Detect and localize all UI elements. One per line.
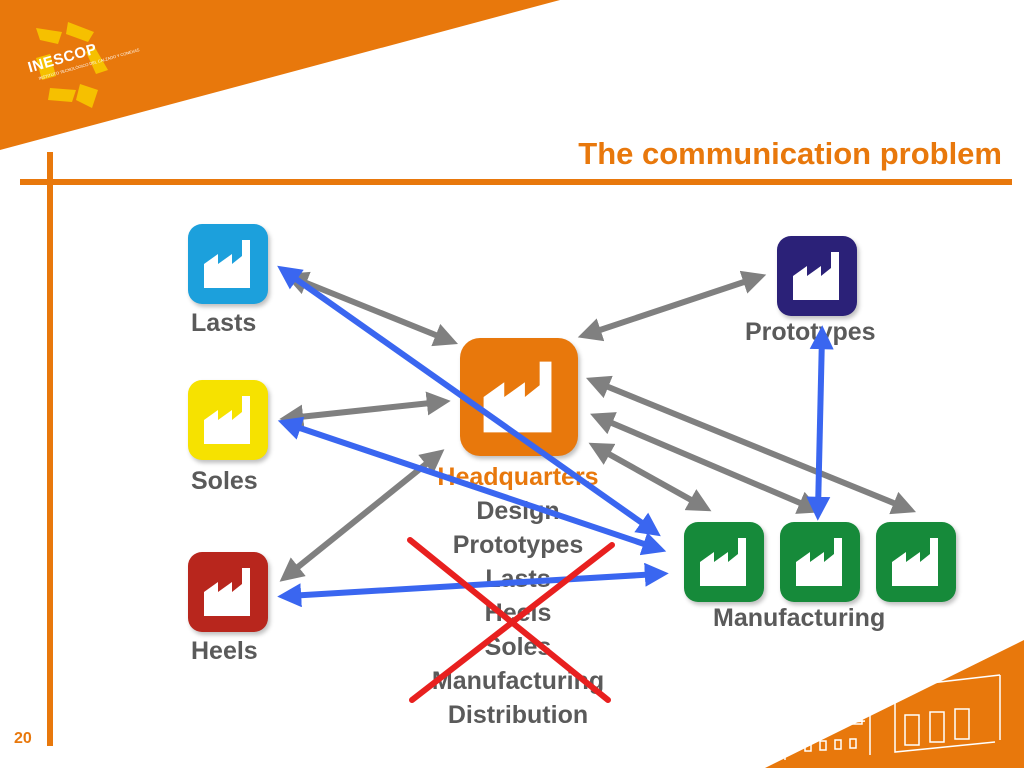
soles-label: Soles bbox=[191, 467, 258, 495]
slide-title: The communication problem bbox=[578, 136, 1002, 171]
building-sketch bbox=[769, 674, 1001, 760]
inescop-logo: INESCOP INSTITUTO TECNOLÓGICO DEL CALZAD… bbox=[10, 18, 145, 118]
manufacturing-label: Manufacturing bbox=[713, 604, 886, 632]
hq-function-item: Prototypes bbox=[452, 531, 584, 559]
hq-function-item: Soles bbox=[484, 633, 552, 661]
factory-icon bbox=[483, 361, 552, 433]
lasts-factory-node bbox=[188, 224, 268, 304]
lasts-label: Lasts bbox=[191, 309, 257, 337]
hq-function-item: Design bbox=[476, 497, 560, 525]
factory-icon bbox=[793, 252, 839, 300]
heels-label: Heels bbox=[191, 637, 258, 665]
hq-function-item: Manufacturing bbox=[431, 667, 605, 695]
factory-icon bbox=[204, 396, 250, 444]
soles-factory-node bbox=[188, 380, 268, 460]
factory-icon bbox=[204, 568, 250, 616]
headquarters-title: Headquarters bbox=[437, 463, 599, 491]
prototypes-factory-node bbox=[777, 236, 857, 316]
manufacturing-factory-node-2 bbox=[780, 522, 860, 602]
headquarters-functions-list: Headquarters Design Prototypes Lasts Hee… bbox=[398, 460, 638, 732]
factory-icon bbox=[204, 240, 250, 288]
headquarters-factory-node bbox=[460, 338, 578, 456]
page-number: 20 bbox=[14, 730, 32, 747]
manufacturing-factory-node-1 bbox=[684, 522, 764, 602]
heels-factory-node bbox=[188, 552, 268, 632]
hq-function-item: Heels bbox=[484, 599, 552, 627]
hq-function-item: Lasts bbox=[485, 565, 551, 593]
inescop-logo-icon bbox=[36, 22, 108, 108]
prototypes-label: Prototypes bbox=[745, 318, 876, 346]
vertical-rule bbox=[47, 152, 53, 746]
horizontal-rule bbox=[20, 179, 1012, 185]
manufacturing-factory-node-3 bbox=[876, 522, 956, 602]
factory-icon bbox=[892, 538, 938, 586]
hq-function-item: Distribution bbox=[447, 701, 589, 729]
factory-icon bbox=[700, 538, 746, 586]
factory-icon bbox=[796, 538, 842, 586]
header-orange-band bbox=[0, 0, 560, 150]
